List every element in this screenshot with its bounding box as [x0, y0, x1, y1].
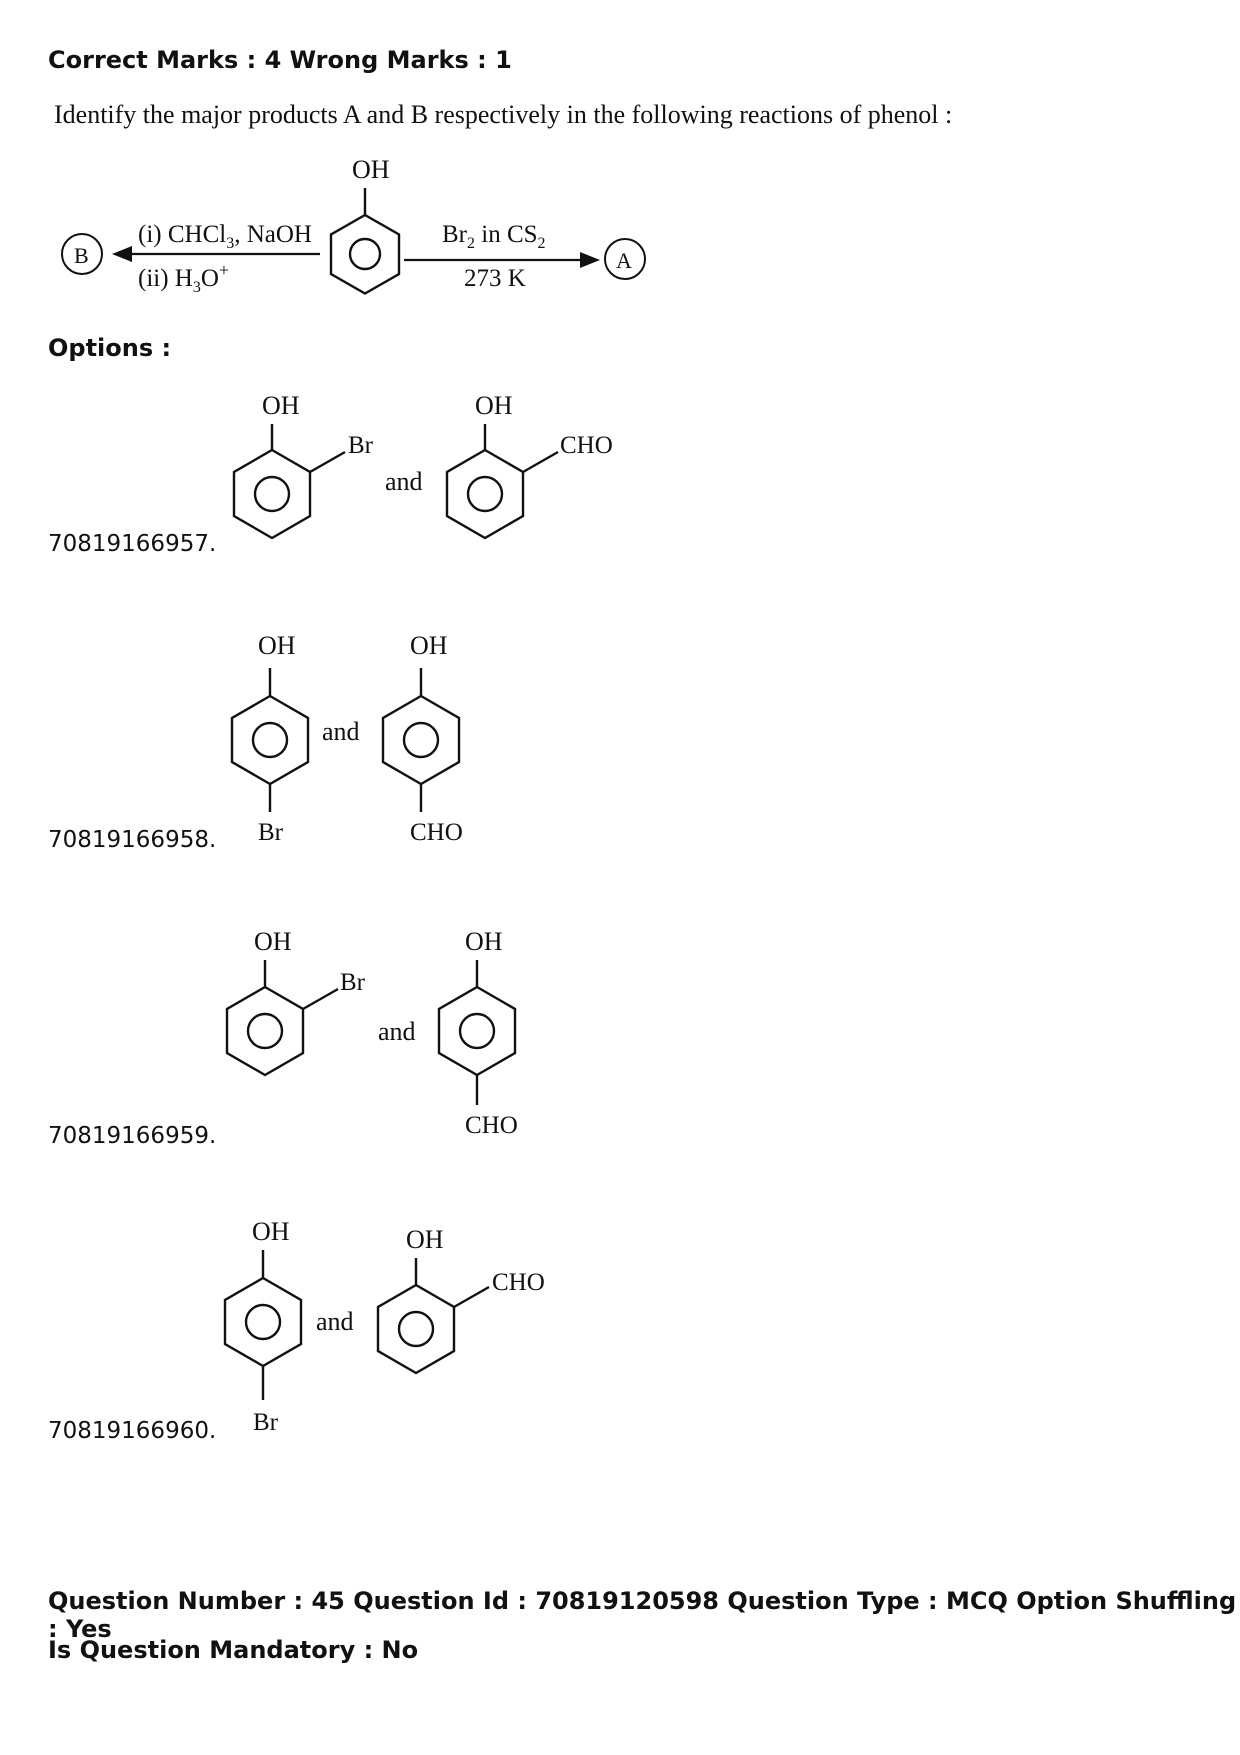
marks-line: Correct Marks : 4 Wrong Marks : 1 [48, 46, 512, 74]
option-2-and: and [322, 717, 360, 746]
option-2-cho: CHO [410, 819, 463, 846]
option-4-structures: OH Br and OH CHO [223, 1217, 545, 1436]
product-a-label: A [616, 248, 632, 273]
option-4-id[interactable]: 70819166960. [48, 1418, 217, 1444]
right-reagent-1: Br2 in CS2 [442, 221, 546, 252]
option-1-id[interactable]: 70819166957. [48, 531, 217, 557]
option-2-oh-a: OH [258, 631, 296, 660]
option-4-cho: CHO [492, 1269, 545, 1296]
option-2-br: Br [258, 819, 284, 846]
option-4-oh-b: OH [406, 1225, 444, 1254]
option-1-and: and [385, 467, 423, 496]
option-3-oh-b: OH [465, 927, 503, 956]
option-3-structures: OH Br and OH CHO [225, 927, 518, 1139]
product-b-label: B [74, 243, 89, 268]
option-1-oh-b: OH [475, 391, 513, 420]
option-1-oh-a: OH [262, 391, 300, 420]
right-reagent-2: 273 K [464, 265, 526, 292]
product-b-circle [61, 233, 103, 275]
option-4-oh-a: OH [252, 1217, 290, 1246]
option-3-oh-a: OH [254, 927, 292, 956]
option-4-br: Br [253, 1409, 279, 1436]
question-mandatory-line: Is Question Mandatory : No [48, 1636, 419, 1664]
option-2-id[interactable]: 70819166958. [48, 827, 217, 853]
left-reagent-2: (ii) H3O+ [138, 260, 229, 296]
option-2-structures: OH Br and OH CHO [230, 631, 463, 846]
option-1-br: Br [348, 432, 374, 459]
left-reagent-1: (i) CHCl3, NaOH [138, 221, 312, 252]
question-text: Identify the major products A and B resp… [54, 100, 953, 129]
options-label: Options : [48, 334, 172, 362]
phenol-ring [329, 188, 401, 295]
option-3-and: and [378, 1017, 416, 1046]
question-meta-line: Question Number : 45 Question Id : 70819… [48, 1587, 1237, 1643]
option-2-oh-b: OH [410, 631, 448, 660]
option-3-cho: CHO [465, 1112, 518, 1139]
option-3-id[interactable]: 70819166959. [48, 1123, 217, 1149]
option-4-and: and [316, 1307, 354, 1336]
option-1-cho: CHO [560, 432, 613, 459]
left-arrow [112, 246, 320, 262]
phenol-oh-label: OH [352, 155, 390, 184]
right-arrow [404, 252, 600, 268]
reaction-scheme: OH (i) CHCl3, NaOH (ii) H3O+ B Br2 in CS… [61, 155, 646, 296]
option-1-structures: OH Br and OH CHO [232, 391, 613, 540]
option-3-br: Br [340, 969, 366, 996]
product-a-circle [604, 238, 646, 280]
